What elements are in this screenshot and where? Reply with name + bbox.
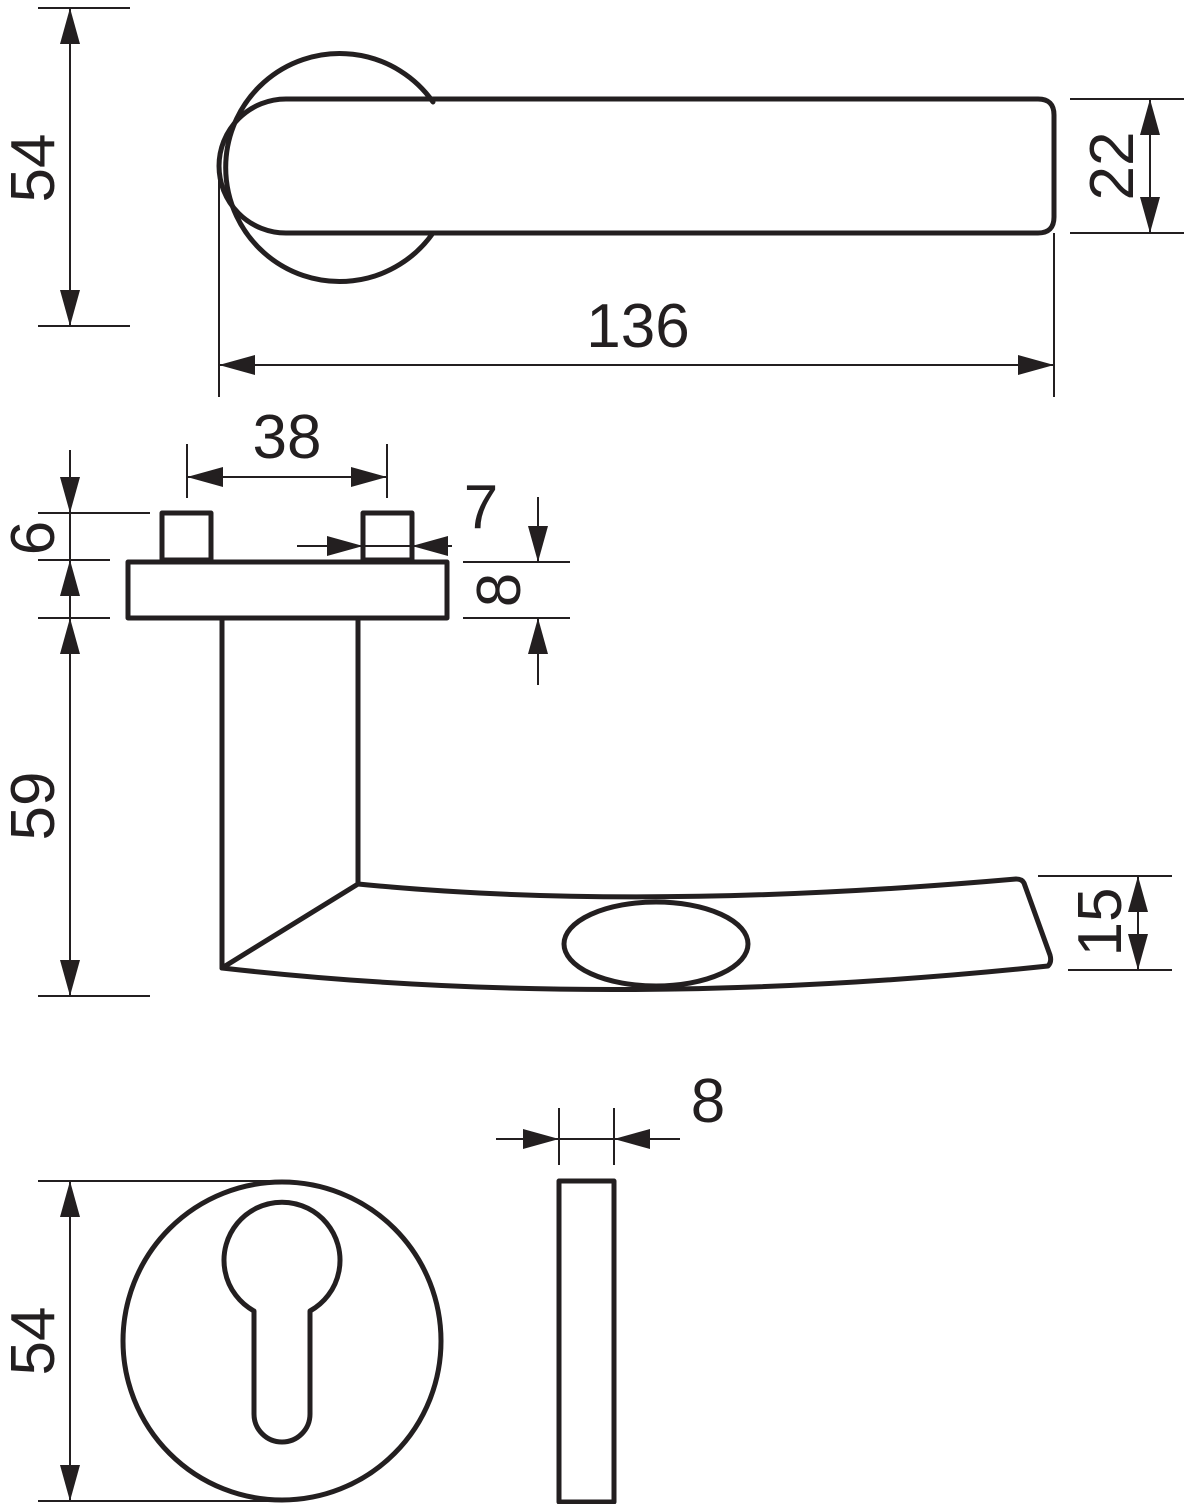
dim-lever-width: 22: [1070, 98, 1184, 234]
dim-label-59: 59: [0, 772, 68, 841]
dim-pin-height: 6: [0, 450, 150, 619]
top-view: 54 22 136: [0, 7, 1184, 397]
keyhole-profile-cylinder: [221, 1199, 343, 1445]
pin-left: [159, 510, 214, 563]
dim-escutcheon-thickness: 8: [496, 1067, 725, 1165]
dim-label-7: 7: [464, 473, 498, 542]
rose-plate: [125, 559, 450, 621]
escutcheon-view: 54 8: [0, 1067, 725, 1504]
dim-label-6: 6: [0, 521, 68, 555]
dim-label-8-rose: 8: [465, 573, 534, 607]
dim-rose-diameter-top: 54: [0, 7, 130, 327]
dim-pin-width: 7: [297, 473, 498, 556]
grip-recess: [561, 899, 751, 989]
dim-label-54-bottom: 54: [0, 1307, 68, 1376]
dim-label-22: 22: [1078, 132, 1147, 201]
dim-label-15: 15: [1066, 888, 1135, 957]
dim-grip-height: 15: [1038, 875, 1172, 971]
dim-label-54-top: 54: [0, 134, 68, 203]
dim-lever-projection: 59: [0, 618, 150, 997]
dim-rose-thickness: 8: [463, 497, 570, 685]
dim-lever-length: 136: [218, 165, 1055, 397]
escutcheon-side-plate: [556, 1178, 617, 1504]
side-view: 38 6 7 8: [0, 403, 1172, 997]
pin-right: [360, 510, 415, 563]
lever-bend-line: [219, 881, 361, 971]
escutcheon-outline: [120, 1179, 444, 1503]
dim-pin-spacing: 38: [186, 403, 388, 498]
dim-label-136: 136: [586, 292, 689, 361]
rose-outline: [223, 51, 436, 284]
lever-outline-top: [216, 96, 1057, 236]
dim-label-8-escutcheon: 8: [691, 1067, 725, 1136]
dim-escutcheon-diameter: 54: [0, 1180, 282, 1502]
dim-label-38: 38: [253, 403, 322, 472]
lever-side-profile: [219, 617, 1054, 993]
